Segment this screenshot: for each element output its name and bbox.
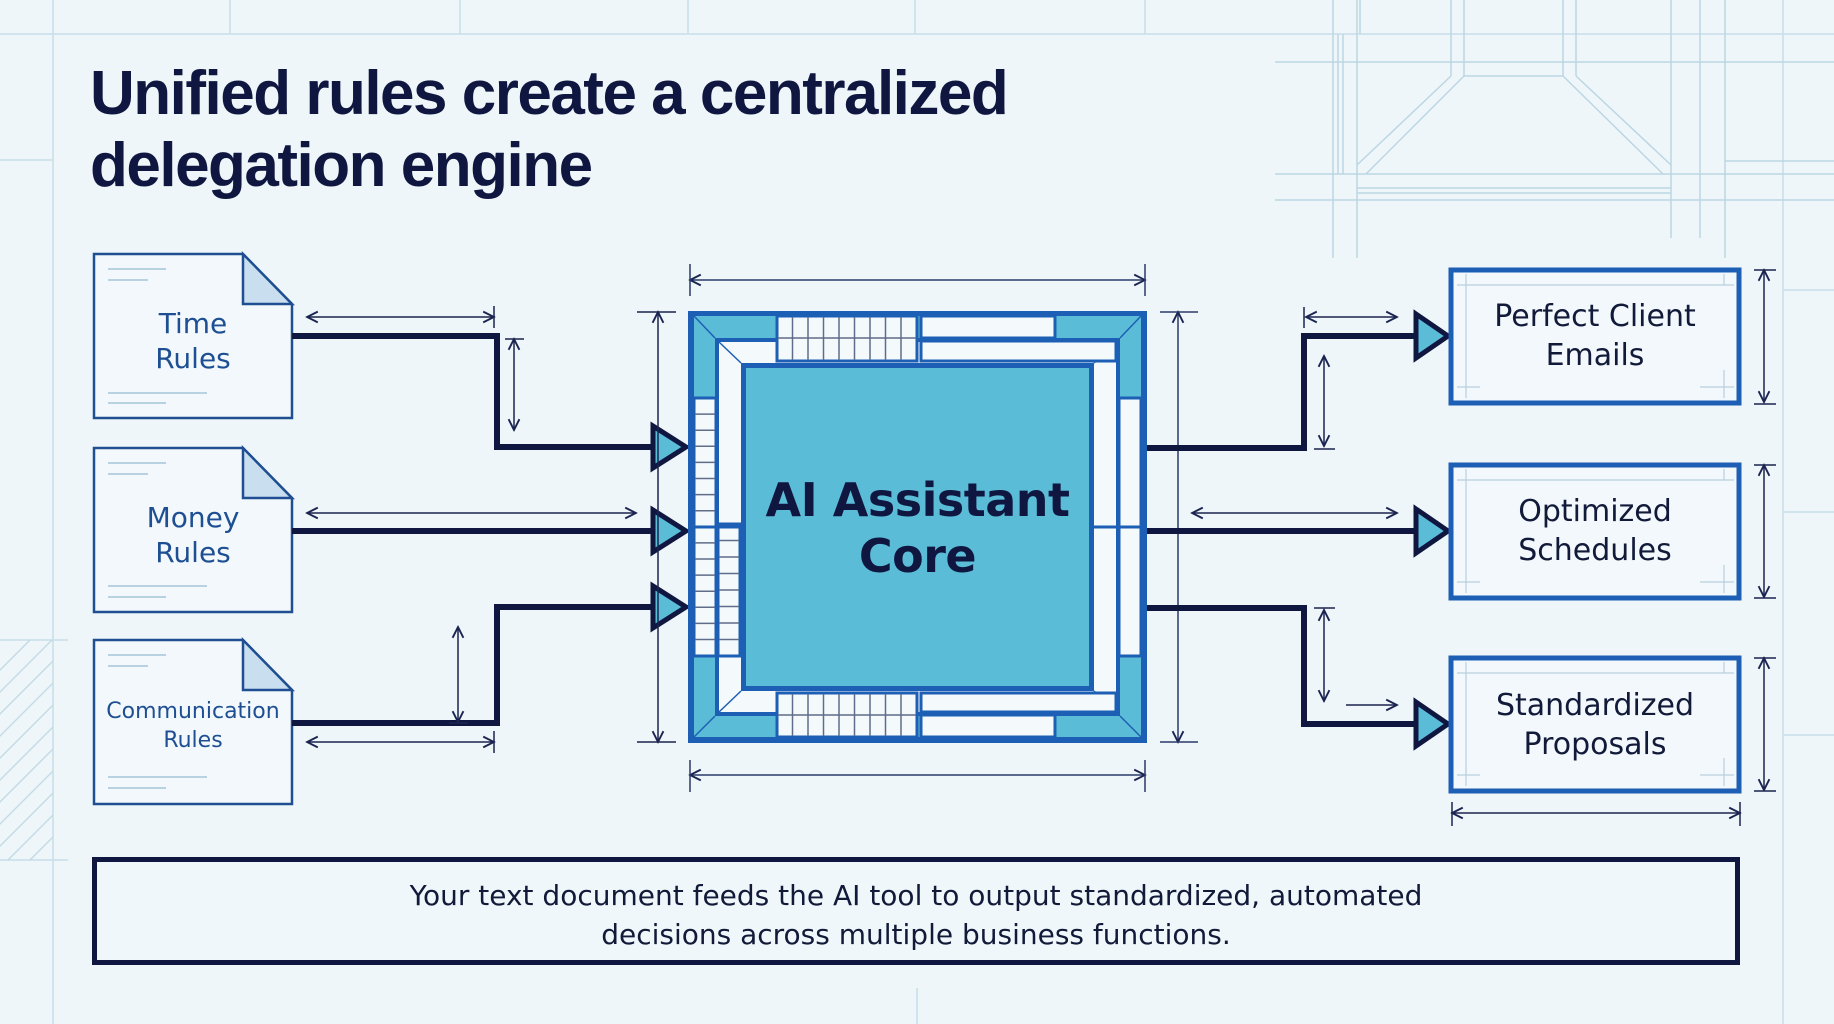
caption-box: Your text document feeds the AI tool to … <box>92 857 1740 965</box>
input-label-time-rules: Time Rules <box>155 307 231 375</box>
input-doc-time-rules[interactable] <box>92 250 295 420</box>
input-doc-communication-rules[interactable] <box>92 636 295 806</box>
arrowhead-icon <box>1413 309 1453 363</box>
page-fold-icon <box>241 250 295 306</box>
caption-text: Your text document feeds the AI tool to … <box>409 879 1423 951</box>
output-label-perfect-client-emails: Perfect Client Emails <box>1494 299 1696 373</box>
chip-pin-grid-top <box>775 314 1118 363</box>
output-box-optimized-schedules[interactable] <box>1448 462 1742 601</box>
page-title: Unified rules create a centralized deleg… <box>90 58 1190 202</box>
title-line-1: Unified rules create a centralized <box>90 59 1009 128</box>
architectural-sketch <box>1275 0 1834 258</box>
hatched-panel <box>0 640 53 860</box>
title-line-2: delegation engine <box>90 131 593 200</box>
connector-communication <box>292 604 655 726</box>
output-box-perfect-client-emails[interactable] <box>1448 267 1742 406</box>
output-dimension-lines <box>1192 270 1776 826</box>
chip-pin-grid-bottom <box>775 691 1118 739</box>
page-fold-icon <box>241 444 295 500</box>
output-label-optimized-schedules: Optimized Schedules <box>1518 494 1672 568</box>
connector-time <box>292 333 655 450</box>
input-doc-money-rules[interactable] <box>92 444 295 614</box>
input-label-communication-rules: Communication Rules <box>106 699 280 753</box>
output-label-standardized-proposals: Standardized Proposals <box>1495 688 1695 762</box>
core-label: AI Assistant Core <box>765 473 1070 583</box>
arrowhead-icon <box>1413 697 1453 751</box>
core-dimension-lines <box>690 264 1198 792</box>
input-connectors <box>292 333 655 726</box>
input-dimension-lines <box>307 306 676 753</box>
output-connectors <box>1147 333 1420 727</box>
chip-slots-right <box>694 396 1143 658</box>
ai-core-chip[interactable] <box>688 311 1147 743</box>
output-box-standardized-proposals[interactable] <box>1448 655 1742 794</box>
page-fold-icon <box>241 636 295 692</box>
input-label-money-rules: Money Rules <box>146 501 240 569</box>
arrowhead-icon <box>1413 504 1453 558</box>
